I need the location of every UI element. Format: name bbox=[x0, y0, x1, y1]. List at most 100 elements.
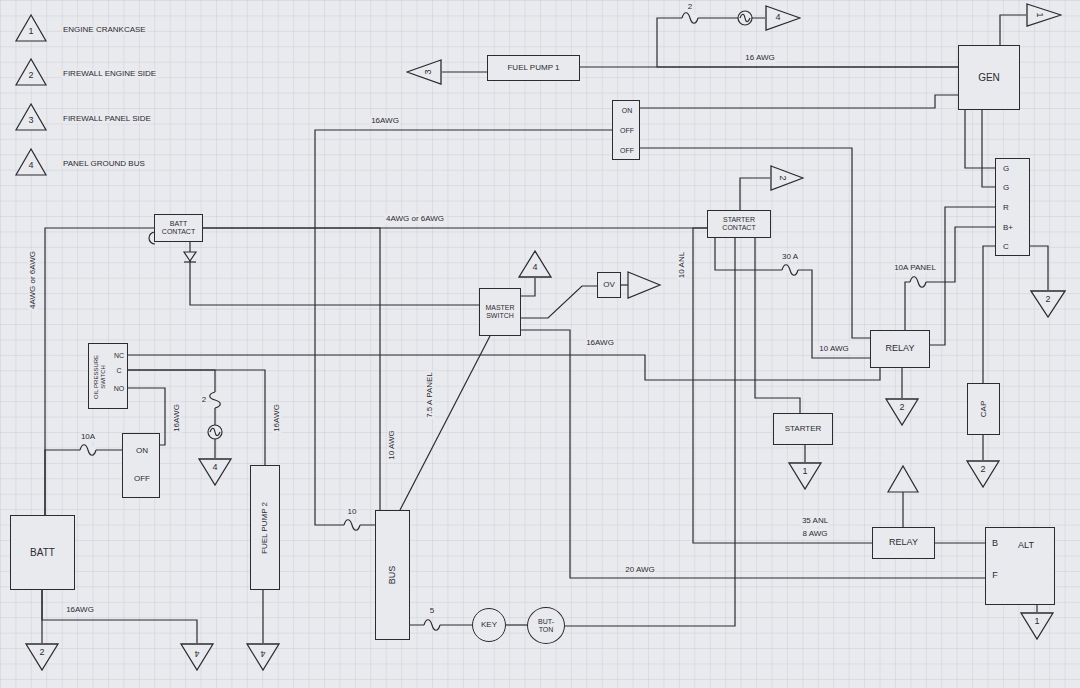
wire-gauge: 16AWG bbox=[65, 606, 95, 615]
legend-number: 3 bbox=[27, 116, 34, 126]
wire-gauge: 10 AWG bbox=[388, 429, 397, 461]
fuse-rating: 35 ANL bbox=[801, 517, 829, 526]
toggle-switch: ONOFFOFF bbox=[612, 100, 640, 160]
wire-gauge: 16AWG bbox=[370, 117, 400, 126]
wire bbox=[45, 450, 122, 515]
pump-box-text: FUEL PUMP 1 bbox=[507, 64, 559, 73]
battery-box-text: BATT bbox=[30, 547, 55, 558]
legend-number: 4 bbox=[27, 161, 34, 171]
wire-gauge: 20 AWG bbox=[624, 566, 656, 575]
pressure-switch-text: NO bbox=[114, 385, 125, 393]
ground-triangle-text: 2 bbox=[899, 403, 904, 413]
wire bbox=[203, 228, 380, 510]
wire bbox=[521, 278, 535, 296]
wire bbox=[930, 207, 995, 345]
wire bbox=[905, 227, 995, 330]
wire-gauge: 8 AWG bbox=[801, 530, 828, 539]
ground-triangle-text: 2 bbox=[777, 175, 787, 180]
ground-triangle-text: 2 bbox=[1045, 295, 1050, 305]
wire bbox=[506, 624, 527, 625]
ground-triangle-outline bbox=[1026, 3, 1062, 27]
ground-triangle bbox=[621, 272, 660, 298]
bus-bar: BUS bbox=[375, 510, 410, 640]
ground-triangle: 1 bbox=[1020, 612, 1054, 640]
ground-triangle-text: 2 bbox=[980, 465, 985, 475]
legend-text: FIREWALL ENGINE SIDE bbox=[62, 70, 157, 79]
fuse-symbol bbox=[682, 13, 698, 24]
contactor-box-text: STARTER CONTACT bbox=[711, 216, 767, 231]
legend-text: ENGINE CRANKCASE bbox=[62, 26, 147, 35]
pump-box: FUEL PUMP 1 bbox=[487, 55, 580, 81]
alternator-box-text: B bbox=[992, 539, 998, 549]
ground-triangle: 4 bbox=[765, 5, 801, 31]
ground-triangle-text: 3 bbox=[424, 69, 434, 74]
pressure-switch: OIL PRESSURE SWITCH NC C NO bbox=[88, 343, 128, 409]
ground-triangle-outline bbox=[1027, 4, 1061, 26]
contactor-box: STARTER CONTACT bbox=[707, 210, 771, 238]
fuse-rating: 2 bbox=[687, 3, 693, 12]
wire-gauge: 16AWG bbox=[273, 403, 282, 433]
ground-triangle-outline bbox=[789, 463, 821, 489]
ground-triangle-text: 1 bbox=[1034, 617, 1039, 627]
push-button-text: BUT- TON bbox=[536, 618, 556, 633]
wire bbox=[315, 130, 612, 525]
legend-symbol bbox=[16, 149, 46, 175]
ground-triangle-outline bbox=[181, 644, 213, 670]
toggle-switch-text: ON bbox=[622, 107, 633, 115]
starter-box: STARTER bbox=[773, 413, 833, 445]
wire bbox=[565, 238, 735, 626]
fuse-rating: 7.5 A PANEL bbox=[426, 371, 435, 419]
wire bbox=[693, 228, 872, 543]
legend-text: FIREWALL PANEL SIDE bbox=[62, 115, 152, 124]
wire bbox=[1030, 246, 1048, 290]
wire bbox=[442, 71, 487, 72]
wire bbox=[190, 242, 479, 305]
capacitor-box: CAP bbox=[967, 383, 1000, 435]
ground-triangle-outline bbox=[766, 6, 800, 30]
ground-triangle: 2 bbox=[770, 165, 804, 191]
alternator-box-text: F bbox=[992, 571, 998, 581]
relay-box-text: RELAY bbox=[886, 344, 915, 354]
ground-triangle: 4 bbox=[198, 458, 232, 486]
wire bbox=[521, 286, 597, 318]
starter-box-text: STARTER bbox=[785, 425, 822, 434]
fuse-rating: 30 A bbox=[781, 253, 799, 262]
fuse-symbol bbox=[910, 277, 926, 288]
toggle-switch-text: ON bbox=[136, 447, 148, 456]
wire bbox=[410, 624, 472, 625]
wire bbox=[901, 368, 902, 398]
ground-triangle-outline bbox=[407, 60, 441, 84]
wire bbox=[1000, 15, 1026, 45]
ground-triangle-outline bbox=[886, 399, 918, 425]
contactor-box: BATT CONTACT bbox=[154, 214, 203, 242]
overvoltage-box-text: OV bbox=[603, 281, 615, 290]
relay-box-text: RELAY bbox=[889, 538, 918, 548]
generator-box: GEN bbox=[958, 45, 1020, 110]
ground-triangle: 2 bbox=[966, 460, 1000, 488]
ground-triangle-outline bbox=[1031, 291, 1065, 317]
legend-symbol bbox=[16, 59, 46, 85]
legend-symbol bbox=[16, 104, 46, 130]
alternator-box-text: ALT bbox=[1018, 541, 1034, 551]
ground-triangle-text: 4 bbox=[212, 463, 217, 473]
pressure-switch-text: OIL PRESSURE SWITCH bbox=[93, 346, 106, 408]
ground-triangle: 2 bbox=[885, 398, 919, 426]
fuse-rating: 2 bbox=[201, 396, 207, 405]
ground-triangle: 1 bbox=[788, 462, 822, 490]
wire bbox=[983, 246, 995, 383]
pressure-switch-text: C bbox=[116, 367, 121, 375]
wire bbox=[521, 330, 985, 578]
wire bbox=[715, 238, 870, 358]
ground-triangle-text: 1 bbox=[1034, 12, 1044, 17]
relay-box: RELAY bbox=[872, 527, 935, 559]
wire bbox=[935, 542, 985, 543]
regulator-box-text: C bbox=[1003, 243, 1009, 252]
generator-box-text: GEN bbox=[978, 72, 1000, 83]
fuse-symbol bbox=[782, 265, 798, 276]
ground-triangle-outline bbox=[967, 461, 999, 487]
fuse-symbol bbox=[80, 445, 96, 456]
wire bbox=[262, 590, 263, 643]
wire-gauge: 4AWG or 6AWG bbox=[29, 250, 38, 310]
pressure-switch-text: NC bbox=[114, 352, 124, 360]
